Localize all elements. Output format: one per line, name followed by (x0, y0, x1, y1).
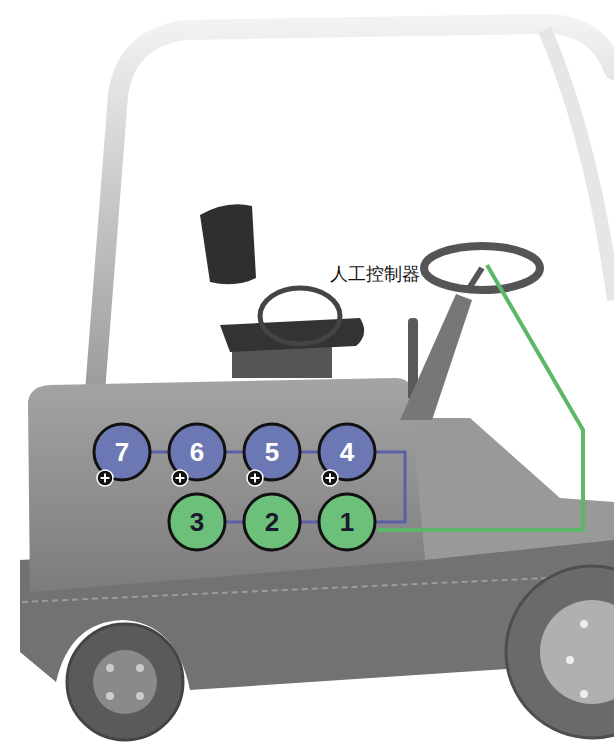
cell-number: 1 (340, 509, 354, 535)
rear-wheel (67, 624, 183, 740)
battery-cell: 4 (317, 422, 377, 482)
cell-number: 2 (265, 509, 279, 535)
cell-circle (244, 424, 300, 480)
cell-number: 7 (115, 439, 129, 465)
cell-circle (319, 494, 375, 550)
cell-link (376, 452, 405, 522)
overhead-guard (95, 24, 614, 392)
battery-cell: 3 (167, 492, 227, 552)
cell-circle (169, 424, 225, 480)
cell-number: 5 (265, 439, 279, 465)
wheel-bolt (580, 690, 588, 698)
battery-cell: 5 (242, 422, 302, 482)
controller-wire (377, 265, 583, 530)
steering-wheel (424, 246, 540, 290)
steering-spoke (468, 268, 482, 290)
battery-cell: 6 (167, 422, 227, 482)
seat-cushion (220, 318, 364, 352)
wheel-bolt (580, 620, 588, 628)
battery-cell: 2 (242, 492, 302, 552)
battery-cell: 7 (92, 422, 152, 482)
cell-link (226, 451, 243, 454)
cell-number: 3 (190, 509, 204, 535)
cell-circle (244, 494, 300, 550)
cell-number: 4 (340, 439, 354, 465)
seat-back (200, 204, 256, 284)
cell-circle (319, 424, 375, 480)
rear-hub (93, 650, 157, 714)
armrest (260, 288, 340, 344)
part-label: 人工控制器 (330, 262, 420, 286)
steering-column (400, 294, 472, 420)
wheel-bolt (106, 664, 114, 672)
cell-circle (169, 494, 225, 550)
wheel-bolt (106, 692, 114, 700)
front-hub (540, 600, 614, 704)
cell-circle (94, 424, 150, 480)
guard-post (545, 30, 614, 300)
cell-number: 6 (190, 439, 204, 465)
cell-link (151, 451, 168, 454)
battery-hood (28, 378, 425, 592)
wheel-bolt (136, 664, 144, 672)
battery-cell: 1 (317, 492, 377, 552)
cell-link (226, 521, 243, 524)
cell-link (301, 451, 318, 454)
front-wheel (506, 566, 614, 738)
wheel-bolt (136, 692, 144, 700)
cell-link (301, 521, 318, 524)
wheel-bolt (566, 656, 574, 664)
